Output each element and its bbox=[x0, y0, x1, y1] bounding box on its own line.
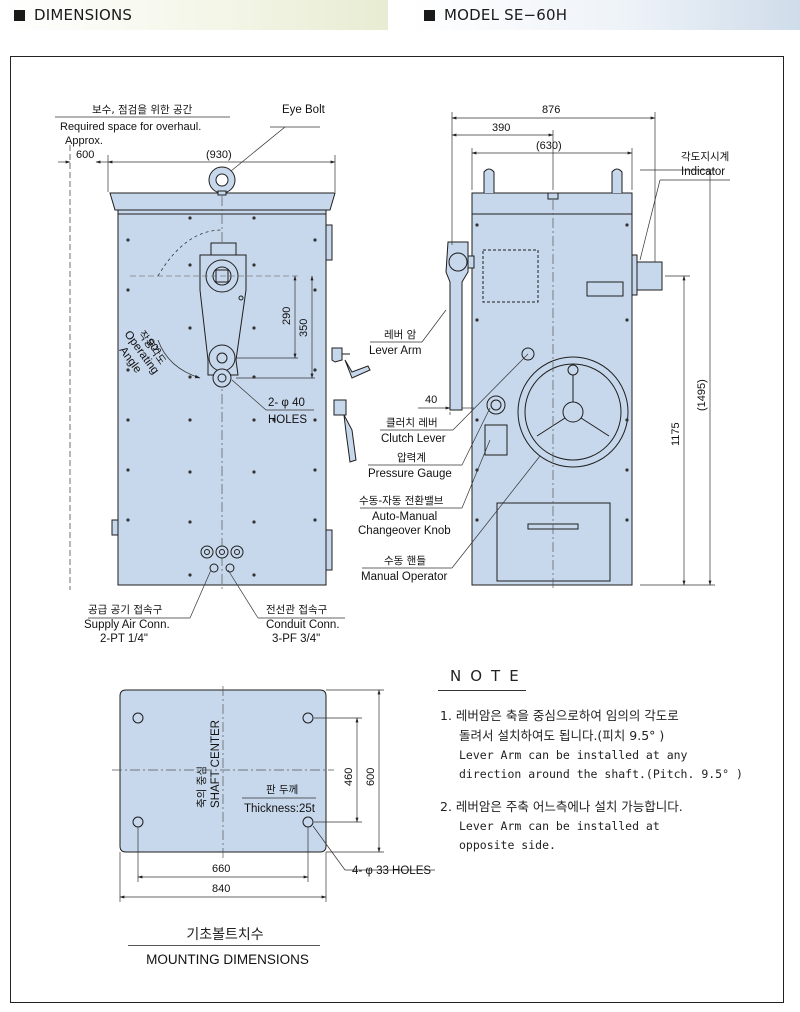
note-1-en1: Lever Arm can be installed at any bbox=[459, 748, 688, 762]
plate-thickness-en: Thickness:25t bbox=[244, 803, 316, 815]
front-dimensions bbox=[55, 116, 345, 619]
dim-840: 840 bbox=[212, 883, 230, 895]
front-width-value: (930) bbox=[206, 149, 232, 161]
lever-arm-en: Lever Arm bbox=[369, 345, 421, 357]
dim-460: 460 bbox=[343, 768, 355, 786]
clutch-kr: 클러치 레버 bbox=[386, 417, 438, 429]
note-item-1: 1. 레버암은 축을 중심으로하여 임의의 각도로 돌려서 설치하여도 됩니다.… bbox=[440, 706, 760, 784]
side-view bbox=[445, 168, 663, 590]
model-header: MODEL SE−60H bbox=[410, 0, 800, 30]
mount-holes-label: 4- φ 33 HOLES bbox=[352, 865, 431, 877]
supply-kr: 공급 공기 접속구 bbox=[88, 604, 163, 616]
note-item-2: 2. 레버암은 주축 어느측에나 설치 가능합니다. Lever Arm can… bbox=[440, 797, 760, 855]
conduit-kr: 전선관 접속구 bbox=[266, 604, 328, 616]
changeover-kr: 수동-자동 전환밸브 bbox=[359, 495, 444, 507]
mounting-dimensions bbox=[119, 689, 435, 902]
side-dimensions bbox=[360, 112, 730, 586]
header-square-icon bbox=[424, 9, 435, 21]
shaft-center-en: SHAFT CENTER bbox=[210, 720, 222, 808]
manual-en: Manual Operator bbox=[361, 571, 447, 583]
lever-arm-kr: 레버 암 bbox=[384, 329, 417, 341]
eye-bolt-label: Eye Bolt bbox=[282, 104, 326, 116]
note-2-en2: opposite side. bbox=[459, 838, 556, 852]
mounting-texts: 축의 중심 SHAFT CENTER 판 두께 Thickness:25t 46… bbox=[196, 720, 431, 895]
note-1-kr2: 돌려서 설치하여도 됩니다.(피치 9.5° ) bbox=[459, 728, 665, 743]
holes-label: HOLES bbox=[268, 414, 307, 426]
mounting-title-kr: 기초볼트치수 bbox=[186, 927, 264, 943]
front-view bbox=[109, 166, 371, 590]
drawing-frame bbox=[10, 56, 784, 1003]
note-title: NOTE bbox=[450, 667, 528, 685]
front-top-cap bbox=[109, 192, 336, 211]
mounting-title-line bbox=[128, 945, 320, 946]
dim-1495: (1495) bbox=[696, 379, 708, 411]
dim-290: 290 bbox=[281, 307, 293, 325]
eye-bolt-neck bbox=[217, 190, 227, 196]
overhaul-kr: 보수, 점검을 위한 공간 bbox=[92, 103, 193, 116]
changeover-en1: Auto-Manual bbox=[372, 511, 437, 523]
conduit-spec: 3-PF 3/4" bbox=[272, 633, 320, 645]
note-2-kr: 2. 레버암은 주축 어느측에나 설치 가능합니다. bbox=[440, 799, 683, 814]
note-underline bbox=[438, 690, 526, 691]
holes-dim: 2- φ 40 bbox=[268, 397, 305, 409]
dimensions-header: DIMENSIONS bbox=[0, 0, 388, 30]
gauge-en: Pressure Gauge bbox=[368, 468, 452, 480]
shaft-center-kr: 축의 중심 bbox=[196, 766, 208, 808]
approx-label: Approx. bbox=[65, 135, 103, 147]
note-1-kr: 1. 레버암은 축을 중심으로하여 임의의 각도로 bbox=[440, 708, 679, 723]
changeover-en2: Changeover Knob bbox=[358, 525, 451, 537]
dim-350: 350 bbox=[298, 319, 310, 337]
dim-660: 660 bbox=[212, 863, 230, 875]
dimensions-title: DIMENSIONS bbox=[34, 6, 133, 24]
gauge-kr: 압력계 bbox=[397, 451, 426, 464]
clearance-value: 600 bbox=[76, 149, 94, 161]
manual-kr: 수동 핸들 bbox=[384, 555, 426, 567]
indicator-en: Indicator bbox=[681, 166, 725, 178]
mounting-view bbox=[112, 686, 334, 858]
dim-600: 600 bbox=[365, 768, 377, 786]
header-square-icon bbox=[14, 9, 25, 21]
eye-bolt-hole bbox=[215, 173, 229, 187]
model-title: MODEL SE−60H bbox=[444, 6, 568, 24]
plate-thickness-kr: 판 두께 bbox=[266, 784, 298, 796]
mounting-title-en: MOUNTING DIMENSIONS bbox=[146, 952, 309, 967]
dim-876: 876 bbox=[542, 104, 560, 116]
supply-en: Supply Air Conn. bbox=[84, 619, 170, 631]
clutch-en: Clutch Lever bbox=[381, 433, 446, 445]
indicator-kr: 각도지시계 bbox=[681, 151, 729, 163]
dim-390: 390 bbox=[492, 122, 510, 134]
side-texts: 876 390 (630) 각도지시계 Indicator 레버 암 Lever… bbox=[358, 104, 729, 583]
note-2-en1: Lever Arm can be installed at bbox=[459, 819, 660, 833]
supply-spec: 2-PT 1/4" bbox=[100, 633, 148, 645]
dim-40: 40 bbox=[425, 394, 437, 406]
dim-1175: 1175 bbox=[670, 422, 682, 446]
dim-630: (630) bbox=[536, 140, 562, 152]
note-1-en2: direction around the shaft.(Pitch. 9.5° … bbox=[459, 767, 743, 781]
conduit-en: Conduit Conn. bbox=[266, 619, 340, 631]
side-bottom-panel bbox=[496, 502, 611, 582]
overhaul-en: Required space for overhaul. bbox=[60, 121, 201, 133]
